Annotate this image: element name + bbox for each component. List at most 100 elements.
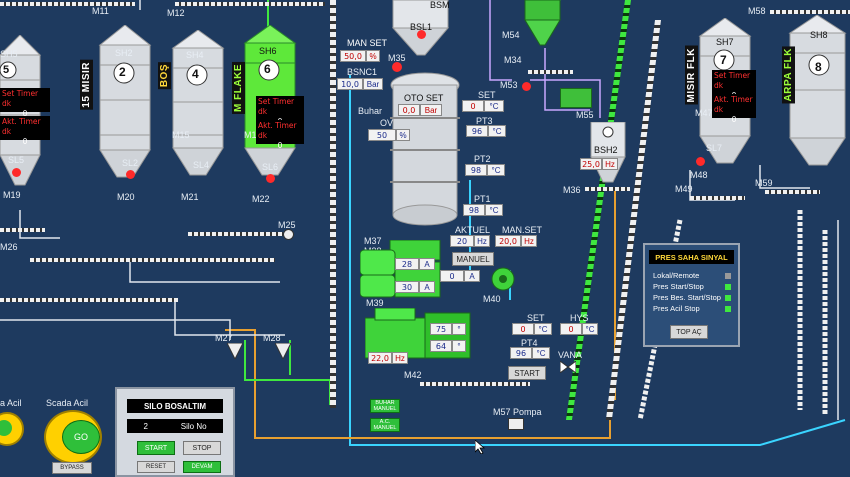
- valve-icon[interactable]: [560, 361, 576, 373]
- pt2-unit: °C: [487, 164, 505, 176]
- motor-m48-label: M48: [690, 170, 708, 180]
- motor-m35-icon[interactable]: [392, 62, 402, 72]
- silo-btn-3[interactable]: RESET: [137, 461, 175, 473]
- timer-3-set-label: Set Timer dk: [714, 71, 751, 90]
- motor-m53-label: M53: [500, 80, 518, 90]
- motor-m42-label: M42: [404, 370, 422, 380]
- silo-bosaltim-panel: SILO BOSALTIM 2 Silo No START STOP RESET…: [115, 387, 235, 477]
- silo-stop-button[interactable]: STOP: [183, 441, 221, 455]
- steam-pipe: [349, 75, 470, 446]
- man-set-value[interactable]: 50,0: [340, 50, 366, 62]
- bsnc1-unit: Bar: [363, 78, 383, 90]
- bsh2-value[interactable]: 25,0: [580, 158, 602, 170]
- timer-2-act: Akt. Timer dk 0: [256, 120, 304, 150]
- pump-m57-icon[interactable]: [508, 418, 524, 430]
- press-a-value: 75: [430, 323, 452, 335]
- press-a-unit: °: [452, 323, 466, 335]
- pres-row-2-indicator: [725, 284, 731, 290]
- timer-1-act: Akt. Timer dk 0: [0, 116, 50, 146]
- amp1-unit: A: [419, 258, 435, 270]
- set-unit: °C: [484, 100, 504, 112]
- silo-sh4-name: BOŞ: [158, 62, 171, 90]
- conveyor-m59: [765, 190, 820, 194]
- hys-value[interactable]: 0: [560, 323, 582, 335]
- emergency-go-icon-left: [0, 420, 12, 436]
- motor-m55-label: M55: [576, 110, 594, 120]
- pres-row-1-label: Lokal/Remote: [653, 271, 700, 280]
- go-button[interactable]: GO: [62, 420, 100, 454]
- ac-manuel-button[interactable]: A.C. MANUEL: [370, 418, 400, 432]
- orange-pipe: [225, 329, 611, 439]
- pt4-unit: °C: [532, 347, 550, 359]
- silo-sh7[interactable]: [695, 18, 760, 188]
- conveyor-m36: [585, 187, 630, 191]
- silo-no-label: Silo No: [180, 421, 207, 431]
- silo-sh7-name: MISIR FLK: [685, 46, 698, 105]
- silo-sh4[interactable]: [168, 30, 233, 195]
- motor-m37-label: M37: [364, 236, 382, 246]
- motor-m55-icon[interactable]: [560, 88, 592, 108]
- timer-2: Set Timer dk 0: [256, 96, 304, 126]
- silo-no-value[interactable]: 2: [143, 421, 148, 431]
- pres-row-1-indicator: [725, 273, 731, 279]
- emergency-button-left[interactable]: [0, 412, 24, 446]
- motor-m53-alarm-icon: [522, 82, 531, 91]
- pres-row-3-indicator: [725, 295, 731, 301]
- diverter-m28-icon[interactable]: [275, 343, 291, 359]
- pres-row-4-indicator: [725, 306, 731, 312]
- oto-set-value[interactable]: 0,0: [398, 104, 420, 116]
- manset2-value[interactable]: 20,0: [495, 235, 521, 247]
- timer-1-set-value[interactable]: 0: [22, 109, 28, 118]
- motor-m40-label: M40: [483, 294, 501, 304]
- motor-m47-label: M47: [695, 108, 713, 118]
- bsnc1-label: BSNC1: [347, 67, 378, 77]
- conveyor-m25: [188, 232, 283, 236]
- set2-value[interactable]: 0: [512, 323, 534, 335]
- pres-saha-title: PRES SAHA SINYAL: [649, 250, 734, 264]
- set-value[interactable]: 0: [462, 100, 484, 112]
- amp3-value: 30: [395, 281, 419, 293]
- pt3-unit: °C: [488, 125, 506, 137]
- silo-sh8-tag: SH8: [810, 30, 828, 40]
- manuel-button[interactable]: MANUEL: [452, 252, 494, 266]
- motor-m21-label: M21: [181, 192, 199, 202]
- motor-m59-label: M59: [755, 178, 773, 188]
- pres-row-2-label: Pres Start/Stop: [653, 282, 704, 291]
- silo-sh8[interactable]: [785, 15, 850, 190]
- amp1-value: 28: [395, 258, 419, 270]
- silo-sh6[interactable]: [240, 25, 305, 195]
- bsh2-unit: Hz: [602, 158, 618, 170]
- timer-2-act-label: Akt. Timer dk: [258, 121, 297, 140]
- diverter-m27-icon[interactable]: [227, 343, 243, 359]
- bucket-elevator-center: [330, 0, 336, 408]
- silo-btn-4[interactable]: DEVAM: [183, 461, 221, 473]
- motor-m35-label: M35: [388, 53, 406, 63]
- top-ac-button[interactable]: TOP AÇ: [670, 325, 708, 339]
- man-set-label: MAN SET: [347, 38, 388, 48]
- set2-unit: °C: [534, 323, 552, 335]
- press-hz-value[interactable]: 22,0: [368, 352, 392, 364]
- start-button[interactable]: START: [508, 366, 546, 380]
- silo-start-button[interactable]: START: [137, 441, 175, 455]
- conveyor-m42: [420, 382, 530, 386]
- pt4-label: PT4: [521, 338, 538, 348]
- timer-3: Set Timer dk 0: [712, 70, 756, 100]
- timer-1-act-label: Akt. Timer dk: [2, 117, 41, 136]
- silo-sh6-alarm-icon: [266, 174, 275, 183]
- fan-m40-icon[interactable]: [490, 266, 516, 292]
- silo-no-display: 2 Silo No: [127, 419, 223, 433]
- motor-m11-label: M11: [92, 6, 109, 16]
- bypass-button[interactable]: BYPASS: [52, 462, 92, 474]
- conveyor-left-3: [0, 298, 178, 302]
- buhar-manuel-button[interactable]: BUHAR MANUEL: [370, 399, 400, 413]
- pt3-label: PT3: [476, 116, 493, 126]
- press-b-value: 64: [430, 340, 452, 352]
- silo-bosaltim-title: SILO BOSALTIM: [127, 399, 223, 413]
- motor-m19-label: M19: [3, 190, 21, 200]
- silo-sh2-level: SL2: [122, 158, 139, 168]
- motor-m25-icon[interactable]: [283, 229, 294, 240]
- timer-3-act: Akt. Timer dk 0: [712, 94, 756, 124]
- conveyor-m34: [528, 70, 573, 74]
- silo-sh5-tag: SH5: [0, 49, 18, 59]
- pt4-value: 96: [510, 347, 532, 359]
